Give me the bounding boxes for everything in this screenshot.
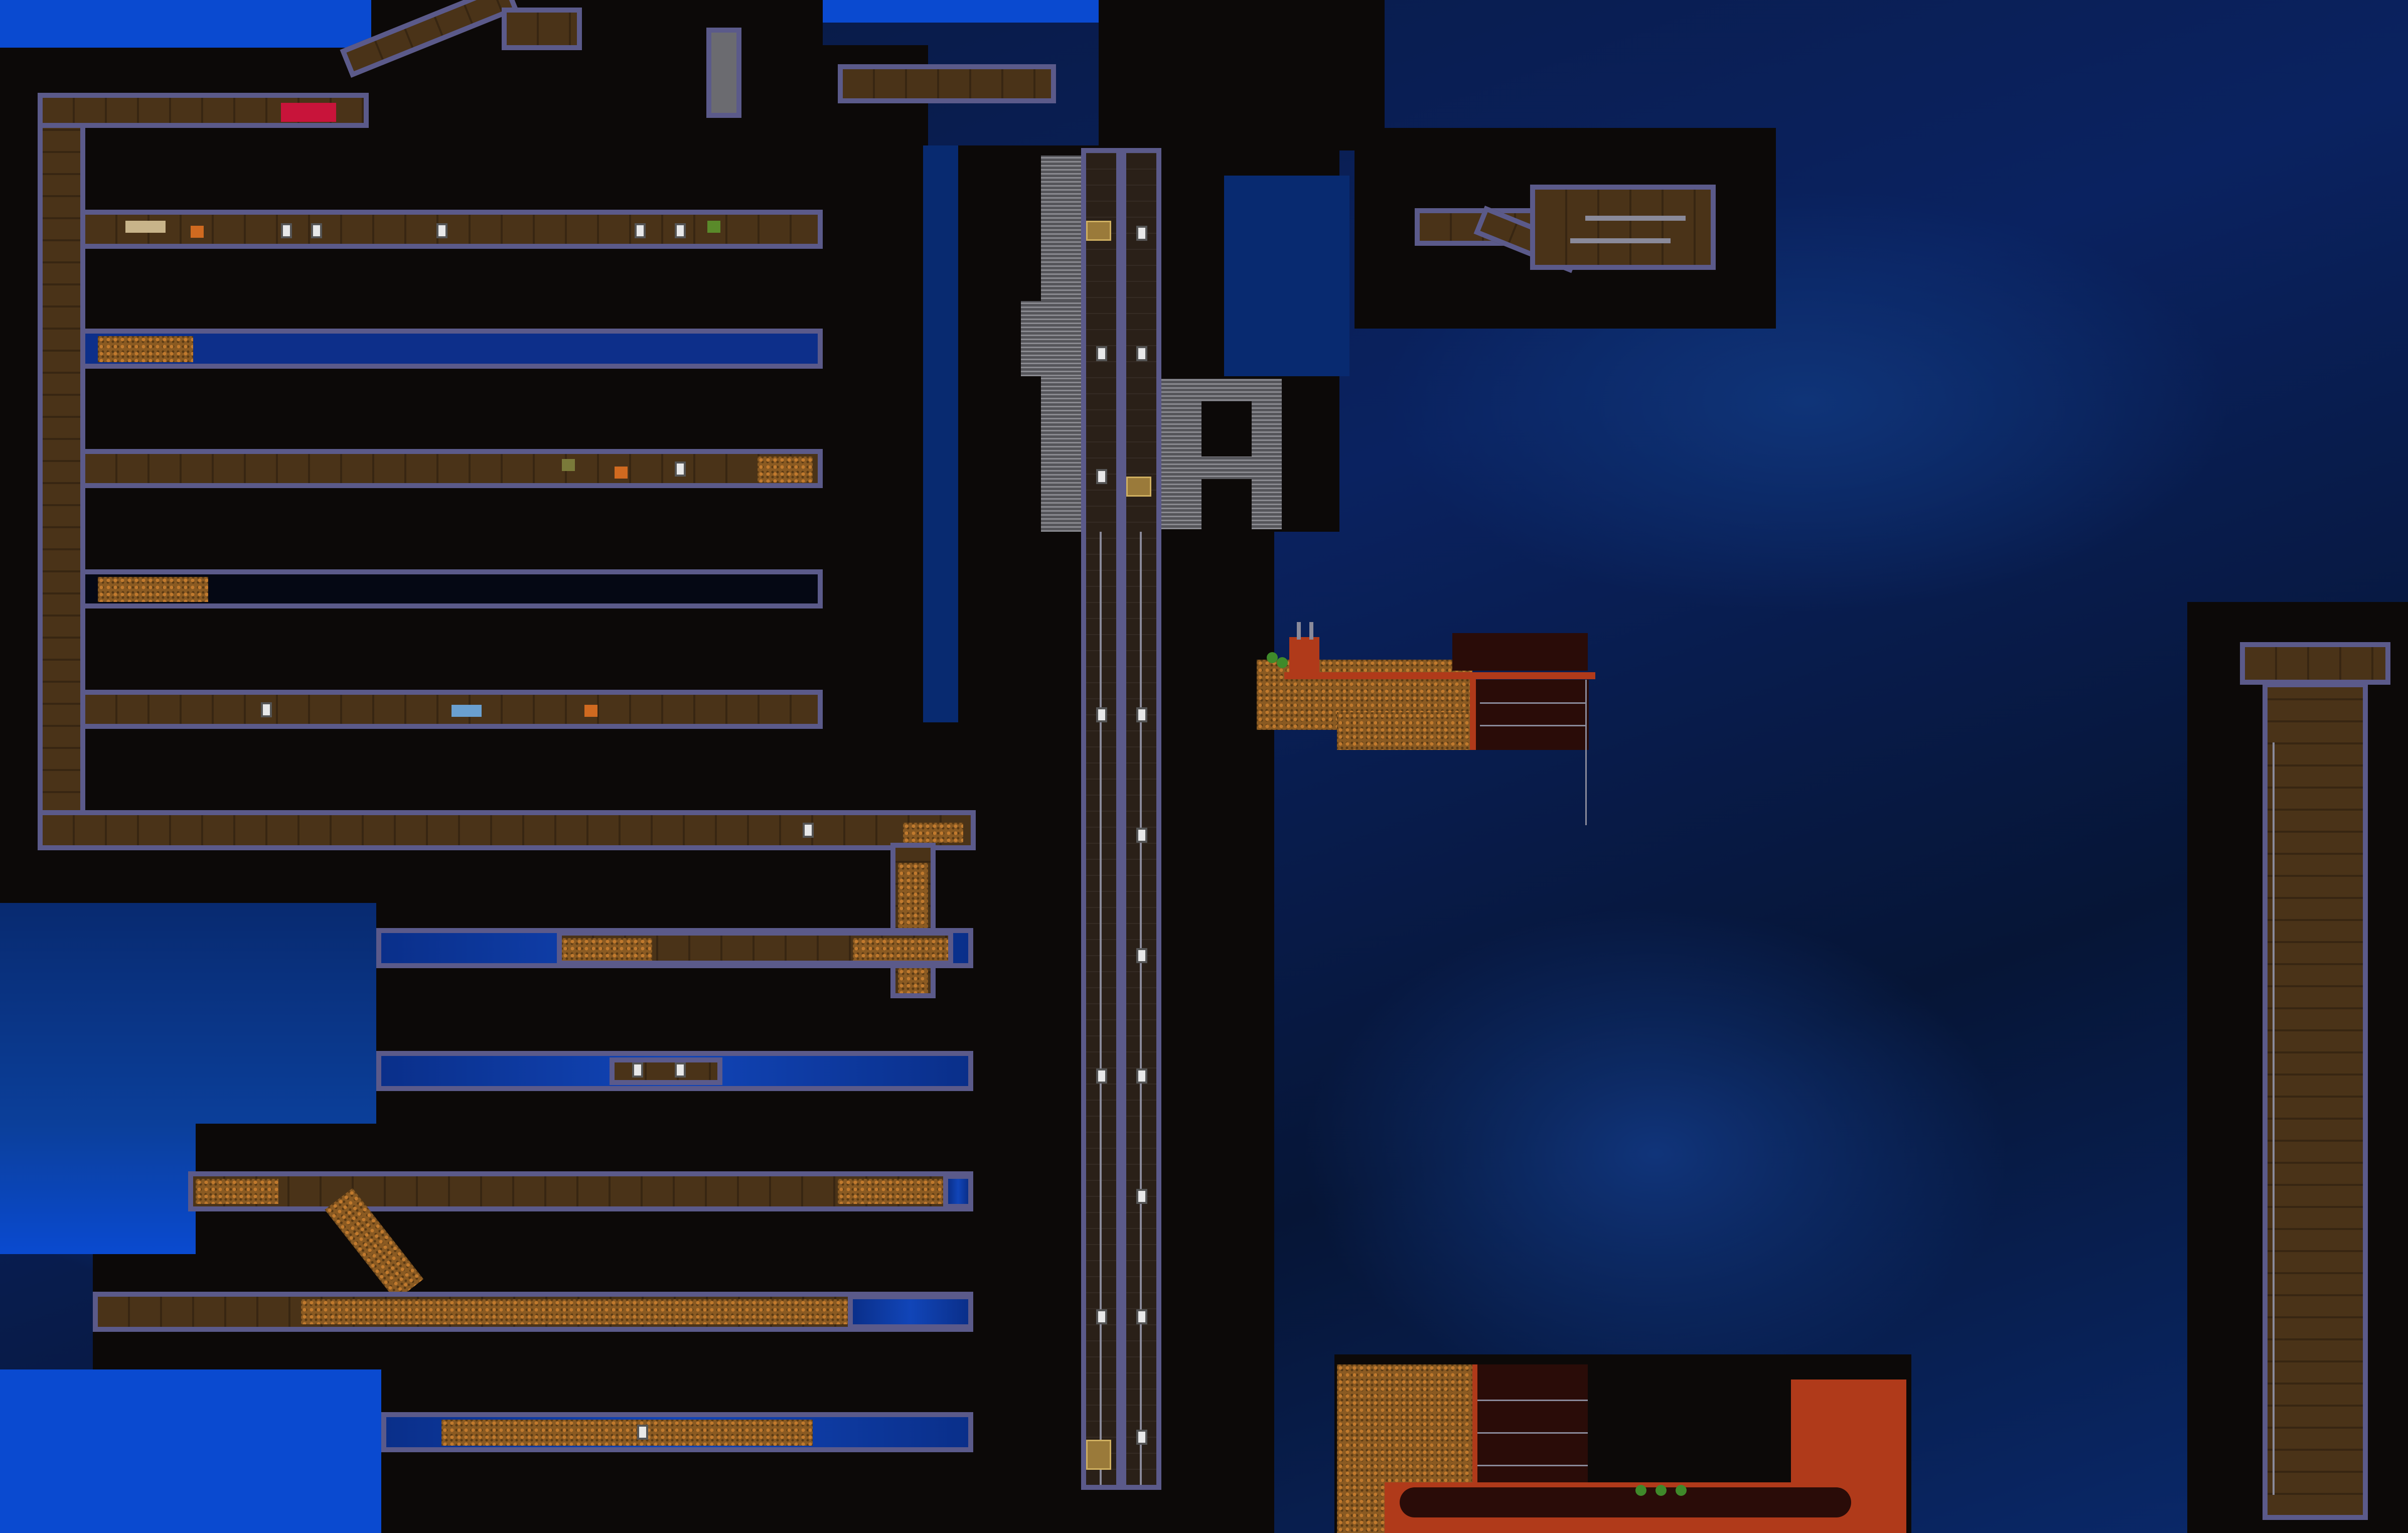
corridor-8-room — [610, 1057, 722, 1085]
bottom-floor-line — [1477, 1432, 1588, 1434]
corridor-6-dirt — [903, 823, 963, 843]
elevator-door[interactable] — [1096, 1309, 1107, 1324]
elevator-door[interactable] — [1136, 1309, 1147, 1324]
elevator-door[interactable] — [1136, 1189, 1147, 1204]
corridor-4-dirt — [98, 577, 208, 602]
corridor-6 — [38, 810, 976, 850]
island-red-wall — [1470, 672, 1476, 750]
elevator-door[interactable] — [1136, 1068, 1147, 1084]
scaffold-gap — [1201, 479, 1252, 529]
door[interactable] — [261, 702, 272, 717]
island-dirt-lower — [1337, 712, 1472, 750]
elevator-platform[interactable] — [1086, 1440, 1111, 1470]
corridor-9-dirt-a — [196, 1179, 278, 1204]
elevator-platform[interactable] — [1126, 477, 1151, 497]
elevator-door[interactable] — [1136, 346, 1147, 361]
corridor-2-dirt — [98, 336, 193, 362]
left-zigzag-shaft — [38, 93, 85, 840]
sky-patch-mid-left — [0, 903, 376, 1124]
island-floor-line — [1480, 702, 1585, 704]
elevator-door[interactable] — [1096, 1068, 1107, 1084]
island-floor-line — [1480, 725, 1585, 726]
island-basement — [1476, 680, 1589, 750]
door[interactable] — [675, 1062, 686, 1078]
tower-stair-zigzag — [2273, 742, 2275, 1495]
corridor-10-water — [848, 1294, 973, 1329]
small-vertical-room — [706, 28, 741, 118]
door[interactable] — [632, 1062, 643, 1078]
elevator-door[interactable] — [1136, 1430, 1147, 1445]
bottom-floor-line — [1477, 1400, 1588, 1401]
shaft-rail — [1140, 532, 1142, 1485]
tree-prop — [1267, 652, 1278, 663]
elevator-door[interactable] — [1136, 707, 1147, 722]
door[interactable] — [803, 823, 814, 838]
plant-prop — [562, 459, 575, 471]
upper-right-room — [1530, 185, 1716, 270]
red-pad — [281, 103, 336, 122]
tree-prop — [1656, 1485, 1667, 1496]
corridor-1 — [80, 210, 823, 249]
corridor-10-dirt — [301, 1299, 848, 1324]
corridor-3 — [80, 449, 823, 488]
tower-stairwell — [2263, 682, 2368, 1520]
barrel-prop — [615, 467, 628, 479]
corridor-3-dirt — [758, 456, 813, 483]
corridor-9-water — [943, 1174, 973, 1209]
elevator-platform[interactable] — [1086, 221, 1111, 241]
corridor-9-dirt-b — [838, 1179, 948, 1204]
tower-top-room — [2240, 642, 2390, 685]
sky-patch-upper-center — [1224, 176, 1349, 376]
elevator-door[interactable] — [1136, 828, 1147, 843]
corridor-5 — [80, 690, 823, 729]
island-red-tower — [1289, 637, 1319, 677]
rock-mass-top-right — [1099, 0, 1385, 150]
door[interactable] — [675, 462, 686, 477]
door[interactable] — [635, 223, 646, 238]
island-building — [1452, 633, 1588, 671]
barrel-prop — [584, 705, 597, 717]
sky-patch-left-lower — [0, 1124, 196, 1254]
bottom-floor-line — [1477, 1465, 1588, 1466]
sky-patch-upper-center-2 — [923, 145, 958, 722]
tree-prop — [1676, 1485, 1687, 1496]
door[interactable] — [637, 1425, 648, 1440]
room-ledge — [1570, 238, 1671, 243]
elevator-door[interactable] — [1096, 707, 1107, 722]
tree-prop — [1277, 657, 1288, 668]
door[interactable] — [281, 223, 292, 238]
island-red-ledge — [1284, 672, 1595, 679]
corridor-7-dirt-b — [853, 938, 948, 961]
door[interactable] — [311, 223, 322, 238]
plant-prop — [707, 221, 720, 233]
elevator-door[interactable] — [1136, 226, 1147, 241]
room-ledge — [1585, 216, 1686, 221]
corridor-top-center — [838, 64, 1056, 103]
corridor-top-room — [502, 8, 582, 50]
door[interactable] — [436, 223, 447, 238]
elevator-door[interactable] — [1136, 948, 1147, 963]
corridor-11-dirt — [441, 1420, 813, 1446]
island-antenna — [1585, 680, 1587, 825]
crate-prop — [125, 221, 166, 233]
console-prop — [452, 705, 482, 717]
elevator-door[interactable] — [1096, 469, 1107, 484]
bottom-cave — [1400, 1487, 1851, 1517]
barrel-prop — [191, 226, 204, 238]
metal-scaffold-left-arm — [1021, 301, 1081, 376]
bottom-base-wall — [1472, 1364, 1477, 1533]
shaft-rail — [1100, 532, 1102, 1485]
sky-patch-bottom-left — [0, 1369, 381, 1533]
corridor-2-water — [80, 329, 823, 369]
elevator-door[interactable] — [1096, 346, 1107, 361]
sky-patch-top-center — [823, 0, 1099, 23]
sky-patch-top-left — [0, 0, 371, 48]
corridor-7-dirt-a — [562, 938, 652, 961]
door[interactable] — [675, 223, 686, 238]
island-pipe — [1309, 622, 1313, 640]
tree-prop — [1635, 1485, 1646, 1496]
island-pipe — [1297, 622, 1301, 640]
scaffold-gap — [1201, 401, 1252, 456]
